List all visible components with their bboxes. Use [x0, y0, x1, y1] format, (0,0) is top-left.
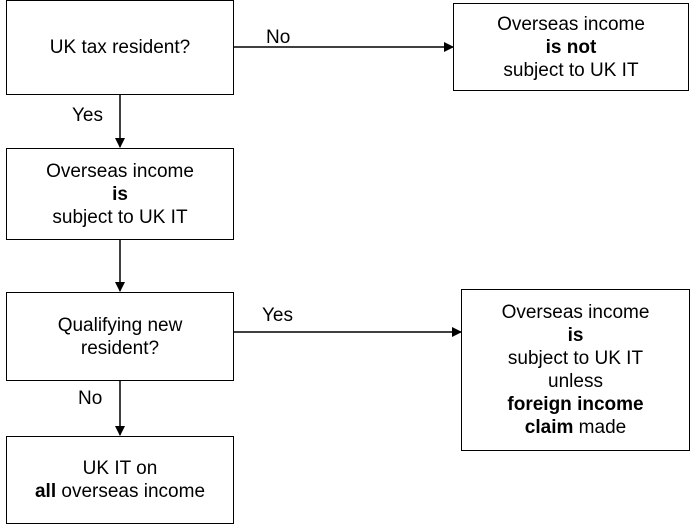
node-subject-unless-claim-line5: foreign income: [507, 394, 644, 415]
node-subject-unless-claim-line2: is: [567, 325, 584, 346]
node-all-overseas-income: UK IT on all overseas income: [6, 436, 234, 524]
edge-label-qualifying-no: No: [78, 388, 103, 409]
edge-label-resident-yes: Yes: [72, 105, 103, 126]
node-qualifying-new-resident: Qualifying new resident?: [6, 292, 234, 381]
node-all-overseas-income-rest: overseas income: [56, 481, 206, 502]
node-income-is-subject-line1: Overseas income: [46, 160, 194, 182]
edge-label-qualifying-yes: Yes: [262, 305, 293, 326]
node-income-not-subject-line3: subject to UK IT: [503, 59, 639, 81]
node-all-overseas-income-all-word: all: [34, 481, 57, 502]
node-income-not-subject: Overseas income is not subject to UK IT: [453, 3, 689, 91]
node-subject-unless-claim: Overseas income is subject to UK IT unle…: [461, 289, 690, 451]
node-income-is-subject: Overseas income is subject to UK IT: [6, 148, 234, 240]
node-uk-tax-resident-text: UK tax resident?: [49, 37, 191, 58]
node-income-is-subject-line2: is: [112, 183, 128, 205]
node-subject-unless-claim-line6: claim made: [525, 416, 626, 439]
node-all-overseas-income-line1: UK IT on: [82, 458, 158, 479]
node-subject-unless-claim-claim-word: claim: [524, 417, 574, 438]
node-income-not-subject-line1: Overseas income: [497, 13, 645, 35]
node-uk-tax-resident: UK tax resident?: [6, 0, 234, 95]
node-subject-unless-claim-line1: Overseas income: [501, 302, 650, 323]
node-income-not-subject-line2: is not: [545, 36, 597, 58]
node-subject-unless-claim-line3: subject to UK IT: [507, 348, 644, 369]
node-all-overseas-income-line2: all overseas income: [35, 480, 205, 503]
node-subject-unless-claim-line4: unless: [548, 371, 603, 392]
node-qualifying-new-resident-line2: resident?: [80, 337, 160, 359]
node-subject-unless-claim-made-word: made: [573, 417, 627, 438]
node-income-is-subject-line3: subject to UK IT: [52, 206, 188, 228]
node-qualifying-new-resident-line1: Qualifying new: [57, 314, 183, 336]
edge-label-resident-no: No: [266, 27, 291, 48]
